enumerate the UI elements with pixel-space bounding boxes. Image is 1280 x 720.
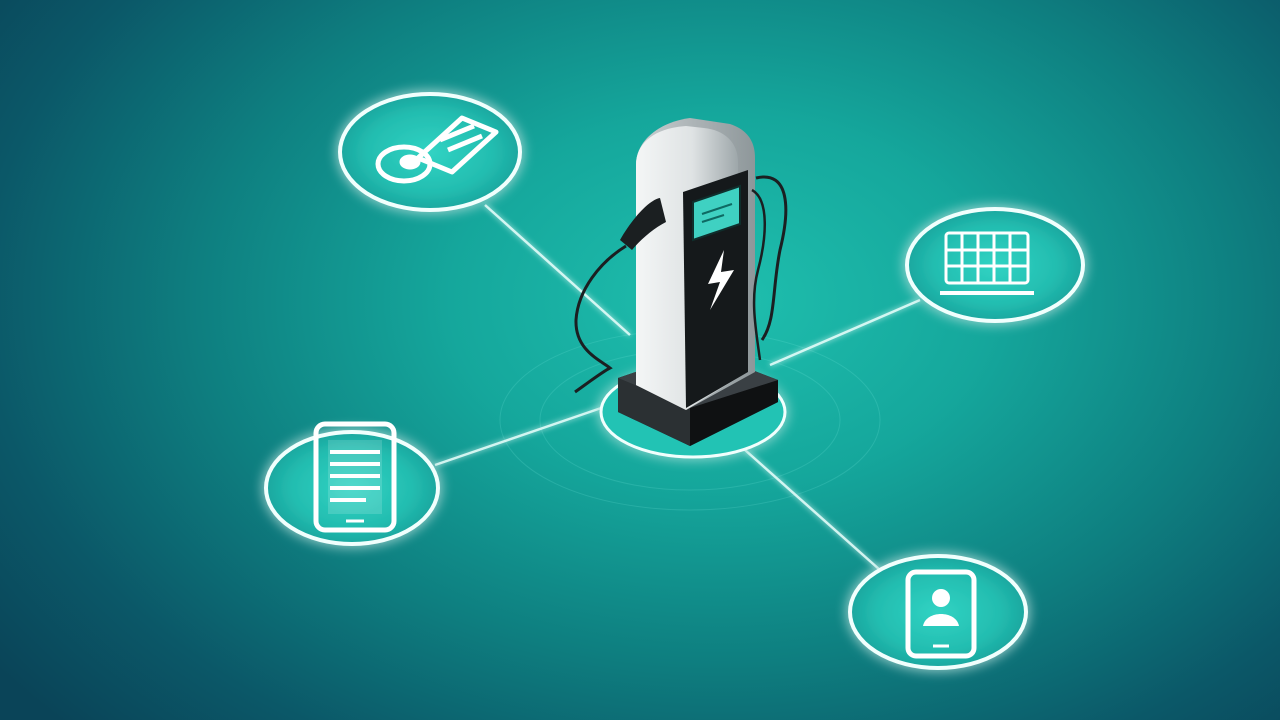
connection-line-smartphone [744,449,881,571]
solar-panel-icon [940,231,1034,295]
connection-line-solar-panel [769,298,921,367]
connection-lines [434,204,921,571]
smartphone-profile-icon [905,569,977,659]
connection-line-card-reader [484,204,631,336]
node-smartphone [848,554,1028,670]
node-card-reader [338,92,522,212]
connection-line-tablet [434,403,611,467]
node-solar-panel [905,207,1085,323]
node-tablet [264,421,440,546]
tablet-document-icon [313,421,397,533]
card-reader-icon [375,115,499,184]
ev-charging-station-icon [574,118,788,446]
